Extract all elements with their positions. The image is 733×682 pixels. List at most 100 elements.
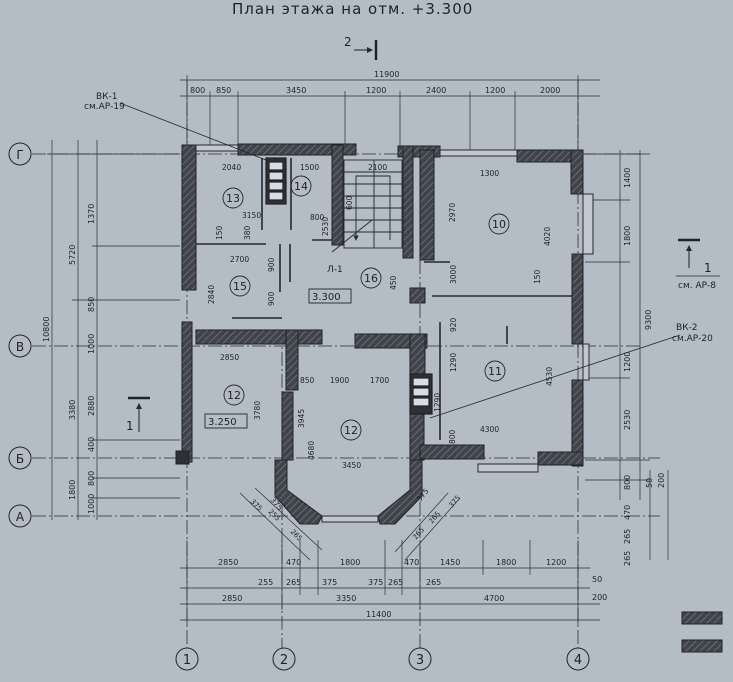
svg-text:400: 400 — [87, 437, 96, 452]
svg-text:150: 150 — [215, 225, 224, 240]
svg-text:2530: 2530 — [321, 217, 330, 236]
svg-text:12: 12 — [344, 424, 358, 437]
svg-text:13: 13 — [226, 192, 240, 205]
svg-text:255: 255 — [258, 578, 273, 587]
svg-text:50: 50 — [592, 575, 602, 584]
svg-text:1: 1 — [126, 419, 134, 433]
svg-text:800: 800 — [190, 86, 205, 95]
svg-text:1400: 1400 — [623, 168, 632, 188]
partitions — [196, 158, 572, 440]
svg-text:4680: 4680 — [307, 441, 316, 460]
stair-label: Л-1 — [327, 265, 343, 275]
svg-text:Г: Г — [16, 148, 23, 162]
svg-text:2850: 2850 — [222, 594, 242, 603]
svg-text:265: 265 — [426, 578, 441, 587]
svg-text:920: 920 — [449, 317, 458, 332]
svg-text:4: 4 — [574, 653, 582, 668]
svg-text:200: 200 — [657, 473, 666, 488]
svg-text:3150: 3150 — [242, 211, 261, 220]
legend-swatches — [681, 611, 723, 653]
vent-block-vk2 — [409, 373, 433, 415]
svg-text:16: 16 — [364, 272, 378, 285]
svg-text:3.250: 3.250 — [208, 417, 237, 428]
svg-text:800: 800 — [623, 475, 632, 490]
room-number-13: 13 — [222, 187, 244, 209]
svg-text:А: А — [16, 510, 25, 524]
svg-text:50: 50 — [645, 478, 654, 488]
svg-text:450: 450 — [389, 275, 398, 290]
svg-text:ВК-2: ВК-2 — [676, 323, 698, 333]
svg-text:2850: 2850 — [218, 558, 238, 567]
svg-text:2700: 2700 — [230, 255, 249, 264]
svg-text:265: 265 — [623, 551, 632, 566]
svg-text:2880: 2880 — [87, 396, 96, 416]
staircase — [331, 159, 403, 253]
svg-text:ВК-1: ВК-1 — [96, 92, 118, 102]
svg-text:4300: 4300 — [480, 425, 499, 434]
dimension-lines — [47, 75, 669, 625]
dim-bottom: 2850 470 1800 470 1450 1800 1200 255 265… — [218, 558, 607, 619]
exterior-walls — [175, 143, 584, 525]
svg-text:200: 200 — [592, 593, 607, 602]
svg-text:3: 3 — [416, 653, 424, 668]
room-number-11: 11 — [484, 360, 506, 382]
svg-text:см.АР-19: см.АР-19 — [84, 102, 125, 112]
section-mark-top: 2 — [344, 35, 378, 60]
svg-text:1200: 1200 — [366, 86, 386, 95]
svg-text:2: 2 — [344, 35, 352, 49]
dim-left: 10800 5720 3380 1800 1370 850 1000 2880 … — [42, 204, 96, 514]
svg-text:1370: 1370 — [87, 204, 96, 224]
svg-text:850: 850 — [87, 297, 96, 312]
svg-text:1800: 1800 — [340, 558, 360, 567]
callout-vk1: ВК-1 см.АР-19 — [84, 92, 267, 161]
svg-text:1300: 1300 — [480, 169, 499, 178]
svg-text:4700: 4700 — [484, 594, 504, 603]
svg-text:1200: 1200 — [623, 352, 632, 372]
room-number-14: 14 — [290, 175, 312, 197]
svg-text:470: 470 — [623, 505, 632, 520]
svg-text:2840: 2840 — [207, 285, 216, 304]
svg-text:11400: 11400 — [366, 610, 391, 619]
svg-text:1000: 1000 — [87, 334, 96, 354]
svg-text:2: 2 — [280, 653, 288, 668]
svg-text:2970: 2970 — [448, 203, 457, 222]
svg-text:3945: 3945 — [297, 409, 306, 428]
svg-text:1290: 1290 — [433, 393, 442, 412]
svg-text:3000: 3000 — [449, 265, 458, 284]
svg-text:2850: 2850 — [220, 353, 239, 362]
svg-text:1450: 1450 — [440, 558, 460, 567]
svg-text:375: 375 — [322, 578, 337, 587]
svg-text:2000: 2000 — [540, 86, 560, 95]
svg-text:850: 850 — [216, 86, 231, 95]
svg-text:1800: 1800 — [496, 558, 516, 567]
svg-text:3450: 3450 — [342, 461, 361, 470]
svg-text:1290: 1290 — [449, 353, 458, 372]
axis-bubble-G: Г — [8, 142, 32, 166]
svg-text:1200: 1200 — [485, 86, 505, 95]
svg-text:375: 375 — [368, 578, 383, 587]
axis-bubble-V: В — [8, 334, 32, 358]
axis-bubble-4: 4 — [566, 647, 590, 671]
svg-text:3450: 3450 — [286, 86, 306, 95]
svg-text:1700: 1700 — [370, 376, 389, 385]
svg-text:12: 12 — [227, 389, 241, 402]
svg-text:4020: 4020 — [543, 227, 552, 246]
svg-text:15: 15 — [233, 280, 247, 293]
svg-text:11: 11 — [488, 365, 502, 378]
svg-text:10: 10 — [492, 218, 506, 231]
svg-text:2530: 2530 — [623, 410, 632, 430]
level-mark-3250: 3.250 — [204, 413, 248, 429]
svg-text:265: 265 — [388, 578, 403, 587]
svg-text:5720: 5720 — [68, 245, 77, 265]
svg-text:380: 380 — [243, 225, 252, 240]
room-number-15: 15 — [229, 275, 251, 297]
svg-text:4530: 4530 — [545, 367, 554, 386]
svg-text:1000: 1000 — [87, 494, 96, 514]
svg-text:900: 900 — [267, 257, 276, 272]
svg-text:900: 900 — [267, 291, 276, 306]
svg-text:1800: 1800 — [68, 480, 77, 500]
svg-text:Б: Б — [16, 452, 24, 466]
svg-text:см. АР-8: см. АР-8 — [678, 281, 716, 291]
axis-bubble-B: Б — [8, 446, 32, 470]
dim-top: 11900 800 850 3450 1200 2400 1200 2000 — [190, 70, 560, 95]
